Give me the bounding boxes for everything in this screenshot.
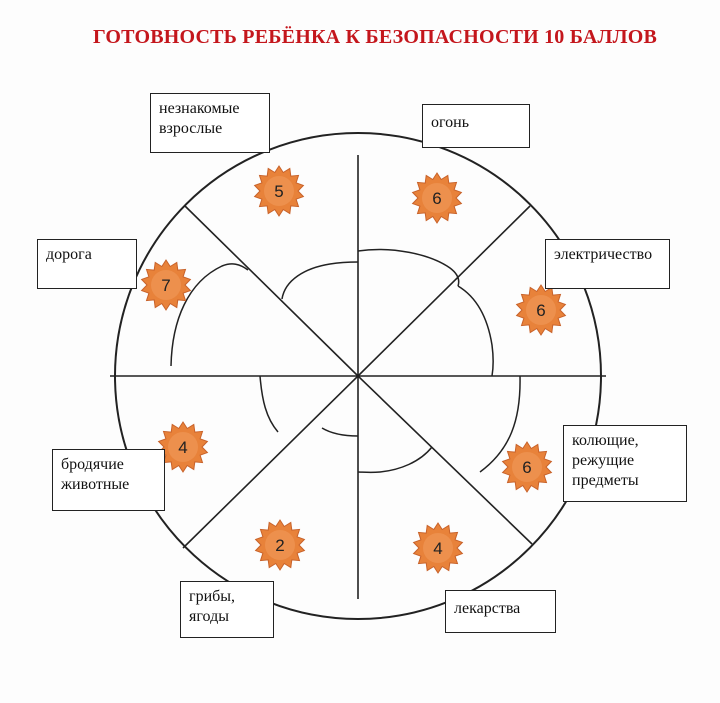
label-sharp-objects: колющие, режущие предметы	[563, 425, 687, 502]
curve-road	[170, 263, 249, 367]
label-road-text: дорога	[46, 246, 92, 263]
score-badge-sharp-objects: 6	[501, 441, 553, 493]
score-badge-stray-animals: 4	[157, 421, 209, 473]
badge-highlight	[265, 530, 295, 560]
badge-highlight	[423, 533, 453, 563]
badge-highlight	[264, 176, 294, 206]
wheel-spokes	[110, 155, 606, 599]
label-medicines: лекарства	[445, 590, 556, 633]
score-value: 6	[522, 458, 531, 477]
label-sharp-objects-text: колющие, режущие предметы	[572, 432, 639, 489]
score-value: 6	[536, 301, 545, 320]
score-badge-mushrooms: 2	[254, 519, 306, 571]
label-fire-text: огонь	[431, 114, 470, 131]
spoke-diagonal-sw	[182, 375, 359, 549]
curve-animals	[259, 375, 279, 433]
label-fire: огонь	[422, 104, 530, 148]
label-electricity: электричество	[545, 239, 670, 289]
diagram-title: ГОТОВНОСТЬ РЕБЁНКА К БЕЗОПАСНОСТИ 10 БАЛ…	[92, 26, 657, 48]
badge-highlight	[512, 452, 542, 482]
label-electricity-text: электричество	[554, 246, 653, 263]
label-stray-animals: бродячие животные	[52, 449, 165, 511]
badge-highlight	[168, 432, 198, 462]
score-value: 4	[433, 539, 442, 558]
score-value: 5	[274, 182, 283, 201]
score-badges: 5 6 7 6 4 6 2 4	[140, 165, 567, 574]
curve-fire	[357, 248, 460, 287]
label-strangers: незнакомые взрослые	[150, 93, 270, 153]
label-medicines-text: лекарства	[454, 600, 521, 617]
score-curve	[170, 248, 521, 474]
spoke-diagonal-se	[357, 375, 533, 545]
label-mushrooms: грибы, ягоды	[180, 581, 274, 638]
badge-highlight	[151, 270, 181, 300]
badge-highlight	[526, 295, 556, 325]
score-value: 4	[178, 438, 187, 457]
score-badge-fire: 6	[411, 172, 463, 224]
label-mushrooms-text: грибы, ягоды	[189, 588, 236, 625]
curve-sharp	[479, 375, 521, 473]
label-stray-animals-text: бродячие животные	[61, 456, 130, 493]
curve-strangers	[281, 261, 359, 300]
label-road: дорога	[37, 239, 137, 289]
score-value: 2	[275, 536, 284, 555]
curve-medicines	[357, 446, 433, 474]
score-value: 7	[161, 276, 170, 295]
score-badge-strangers: 5	[253, 165, 305, 217]
curve-electricity	[457, 285, 494, 377]
badge-highlight	[422, 183, 452, 213]
spoke-diagonal-ne	[357, 205, 531, 377]
label-strangers-text: незнакомые взрослые	[159, 100, 240, 137]
score-badge-road: 7	[140, 259, 192, 311]
score-badge-medicines: 4	[412, 522, 464, 574]
curve-mushrooms	[321, 427, 359, 437]
score-badge-electricity: 6	[515, 284, 567, 336]
score-value: 6	[432, 189, 441, 208]
spoke-diagonal-nw	[184, 205, 359, 377]
